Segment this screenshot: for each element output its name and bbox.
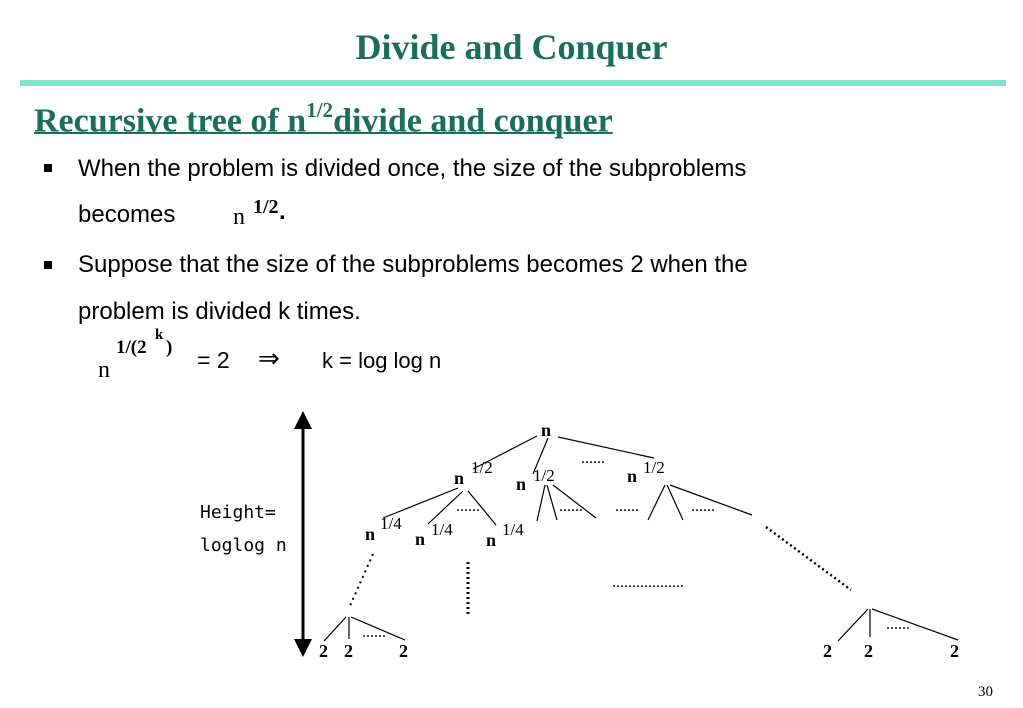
level1-node-base: n: [627, 466, 638, 486]
bullet-1-math-exponent: 1/2: [253, 196, 279, 218]
level1-node-base: n: [454, 468, 465, 488]
slide-title: Divide and Conquer: [355, 27, 668, 67]
level1-node-exponent: 1/2: [643, 458, 665, 477]
bullet-2-line-1: Suppose that the size of the subproblems…: [78, 251, 748, 278]
tree-edge: [647, 484, 666, 521]
level2-node-exponent: 1/4: [380, 514, 402, 533]
ellipsis: ......: [581, 450, 605, 467]
equation-base: n: [98, 357, 110, 383]
level2-node-base: n: [365, 524, 376, 544]
page-number: 30: [978, 684, 993, 700]
bullet-1-line-2: becomes: [78, 201, 176, 228]
leaf-node: 2: [319, 641, 328, 661]
height-label-line-1: Height=: [200, 502, 276, 523]
tree-edge: [427, 490, 464, 525]
ellipsis: ......: [691, 498, 715, 515]
bullet-2-line-2: problem is divided k times.: [78, 298, 361, 325]
equation-equals: = 2: [197, 347, 230, 373]
tree-edge: [669, 484, 753, 516]
height-label-line-2: loglog n: [200, 535, 287, 556]
ellipsis: ......: [362, 624, 386, 641]
ellipsis: ......: [559, 498, 583, 515]
bullet-marker: [44, 261, 52, 269]
equation-result: k = log log n: [322, 348, 442, 373]
tree-edge: [837, 608, 869, 642]
tree-edge: [323, 616, 347, 642]
level1-node-exponent: 1/2: [471, 458, 493, 477]
dotted-path: [765, 525, 852, 592]
tree-root-node: n: [541, 420, 552, 440]
level2-node-base: n: [415, 529, 426, 549]
level1-node-exponent: 1/2: [533, 466, 555, 485]
section-heading: Recursive tree of n1/2divide and conquer: [34, 98, 613, 140]
tree-edge: [532, 437, 549, 475]
equation-exponent-k: k: [155, 327, 164, 343]
ellipsis: ......: [456, 498, 480, 515]
level2-node-exponent: 1/4: [431, 520, 453, 539]
tree-edge: [472, 435, 538, 470]
level2-node-base: n: [486, 530, 497, 550]
bullet-marker: [44, 164, 52, 172]
implies-symbol: ⇒: [258, 343, 280, 373]
title-divider: [20, 80, 1006, 86]
tree-edge: [467, 490, 497, 526]
tree-edge: [552, 484, 597, 519]
dotted-path: [348, 553, 374, 609]
tree-edge: [546, 484, 558, 521]
ellipsis: ......: [615, 498, 639, 515]
tree-edge: [536, 484, 546, 522]
leaf-node: 2: [864, 641, 873, 661]
equation-exponent-close: ): [166, 337, 173, 358]
tree-edge: [350, 616, 406, 641]
equation-exponent: 1/(2: [116, 337, 147, 358]
tree-edge: [666, 484, 684, 521]
heading-exponent: 1/2: [306, 98, 334, 122]
leaf-node: 2: [399, 641, 408, 661]
long-ellipsis: ..................: [612, 574, 684, 591]
level2-node-exponent: 1/4: [502, 520, 524, 539]
ellipsis: ......: [886, 616, 910, 633]
leaf-node: 2: [950, 641, 959, 661]
tree-edge: [557, 436, 655, 459]
bullet-1-line-1: When the problem is divided once, the si…: [78, 155, 747, 182]
bullet-1-math-base: n: [233, 204, 245, 230]
tree-edge: [382, 487, 459, 519]
level1-node-base: n: [516, 474, 527, 494]
heading-suffix: divide and conquer: [333, 102, 613, 140]
tree-edge: [871, 608, 959, 641]
leaf-node: 2: [344, 641, 353, 661]
leaf-node: 2: [823, 641, 832, 661]
bullet-1-period: .: [279, 198, 286, 225]
heading-prefix: Recursive tree of n: [34, 102, 307, 140]
